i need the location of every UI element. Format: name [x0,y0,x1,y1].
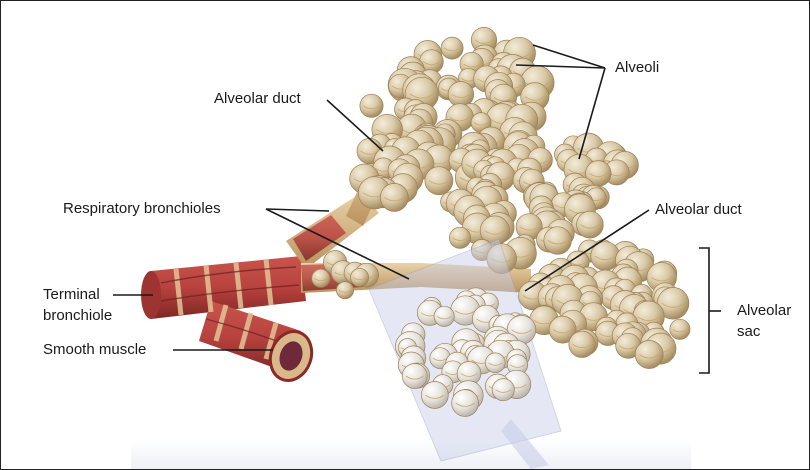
capillary-stroke [547,240,568,245]
alveoli-small-buds [311,250,379,300]
label-respiratory-bronchioles: Respiratory bronchioles [63,200,221,217]
capillary-stroke [444,47,461,52]
alveolus [486,243,517,274]
capillary-stroke [569,261,587,266]
alveolar-cluster-top [349,27,555,212]
capillary-stroke [594,255,616,261]
floor-shadow [131,439,691,469]
capillary-stroke [589,173,608,177]
capillary-stroke [474,249,490,254]
capillary-stroke [524,96,545,101]
capillary-stroke [511,329,532,334]
capillary-stroke [405,375,424,380]
label-alveoli: Alveoli [615,59,660,76]
alveolus [311,268,331,288]
capillary-stroke [454,310,476,315]
capillary-stroke [474,39,494,44]
alveolus [424,166,454,196]
capillary-stroke [495,389,512,393]
label-alveolar-sac-1: Alveolar [737,302,792,319]
capillary-stroke [493,97,513,102]
label-smooth-muscle: Smooth muscle [43,341,147,358]
alveolus [379,183,409,212]
capillary-stroke [490,258,513,263]
alveolus [336,281,354,300]
capillary-stroke [639,354,660,359]
alveolus [449,226,471,249]
alveolus [359,93,384,118]
bracket-alveolar-sac [699,247,710,374]
capillary-stroke [460,373,478,377]
alveolus [568,330,596,358]
leader-alveolar-duct-right [524,209,650,292]
capillary-stroke [552,329,573,334]
label-terminal-bronchiole-2: bronchiole [43,307,113,324]
leader-alveoli-b [515,64,606,69]
alveolus [451,389,479,417]
leader-alveoli-c [578,67,606,160]
capillary-stroke [363,105,380,110]
capillary-stroke [425,394,445,399]
leader-resp-bronchioles-a [265,208,330,212]
smooth-muscle-cut-end [268,330,314,382]
alveolus [669,318,691,340]
alveolar-sac-section [395,287,537,417]
capillary-stroke [452,237,468,241]
capillary-stroke [338,289,352,293]
alveolus [433,305,455,327]
label-alveolar-duct-right: Alveolar duct [655,201,742,218]
leader-lines [113,44,721,374]
capillary-stroke [672,328,688,333]
alveolus [350,267,370,287]
capillary-stroke [422,61,440,65]
alveolar-cluster-middle [440,129,639,274]
capillary-stroke [519,226,539,231]
capillary-stroke [384,197,405,202]
alveolus [401,363,428,389]
capillary-stroke [651,276,673,282]
capillary-stroke [314,277,328,281]
capillary-stroke [463,63,481,68]
alveolus [576,210,604,239]
alveolus [485,352,506,374]
capillary-stroke [455,402,475,407]
capillary-stroke [353,277,367,281]
label-alveolar-sac-2: sac [737,323,761,340]
capillary-stroke [449,117,470,122]
capillary-stroke [376,129,399,134]
capillary-stroke [637,316,660,321]
alveolus [543,226,572,255]
capillary-stroke [619,345,638,350]
capillary-stroke [661,302,685,308]
capillary-stroke [580,224,600,229]
leader-alveoli-a [532,44,606,69]
alveolus [420,381,449,409]
alveolus [491,378,515,402]
capillary-stroke [510,364,525,368]
capillary-stroke [409,93,434,99]
alveolus [548,315,577,344]
label-alveolar-duct-top: Alveolar duct [214,90,301,107]
leader-alveolar-duct-top [326,99,384,152]
capillary-stroke [451,93,471,98]
capillary-stroke [473,122,489,126]
capillary-stroke [436,315,452,320]
capillary-stroke [572,343,592,349]
alveolus [440,36,464,60]
capillary-stroke [488,362,503,366]
capillary-stroke [428,180,449,185]
capillary-stroke [484,230,506,235]
alveolar-sac-cluster [518,239,691,369]
capillary-stroke [432,357,448,362]
label-terminal-bronchiole-1: Terminal [43,286,100,303]
alveolus [634,340,664,369]
leader-resp-bronchioles-b [265,208,410,280]
